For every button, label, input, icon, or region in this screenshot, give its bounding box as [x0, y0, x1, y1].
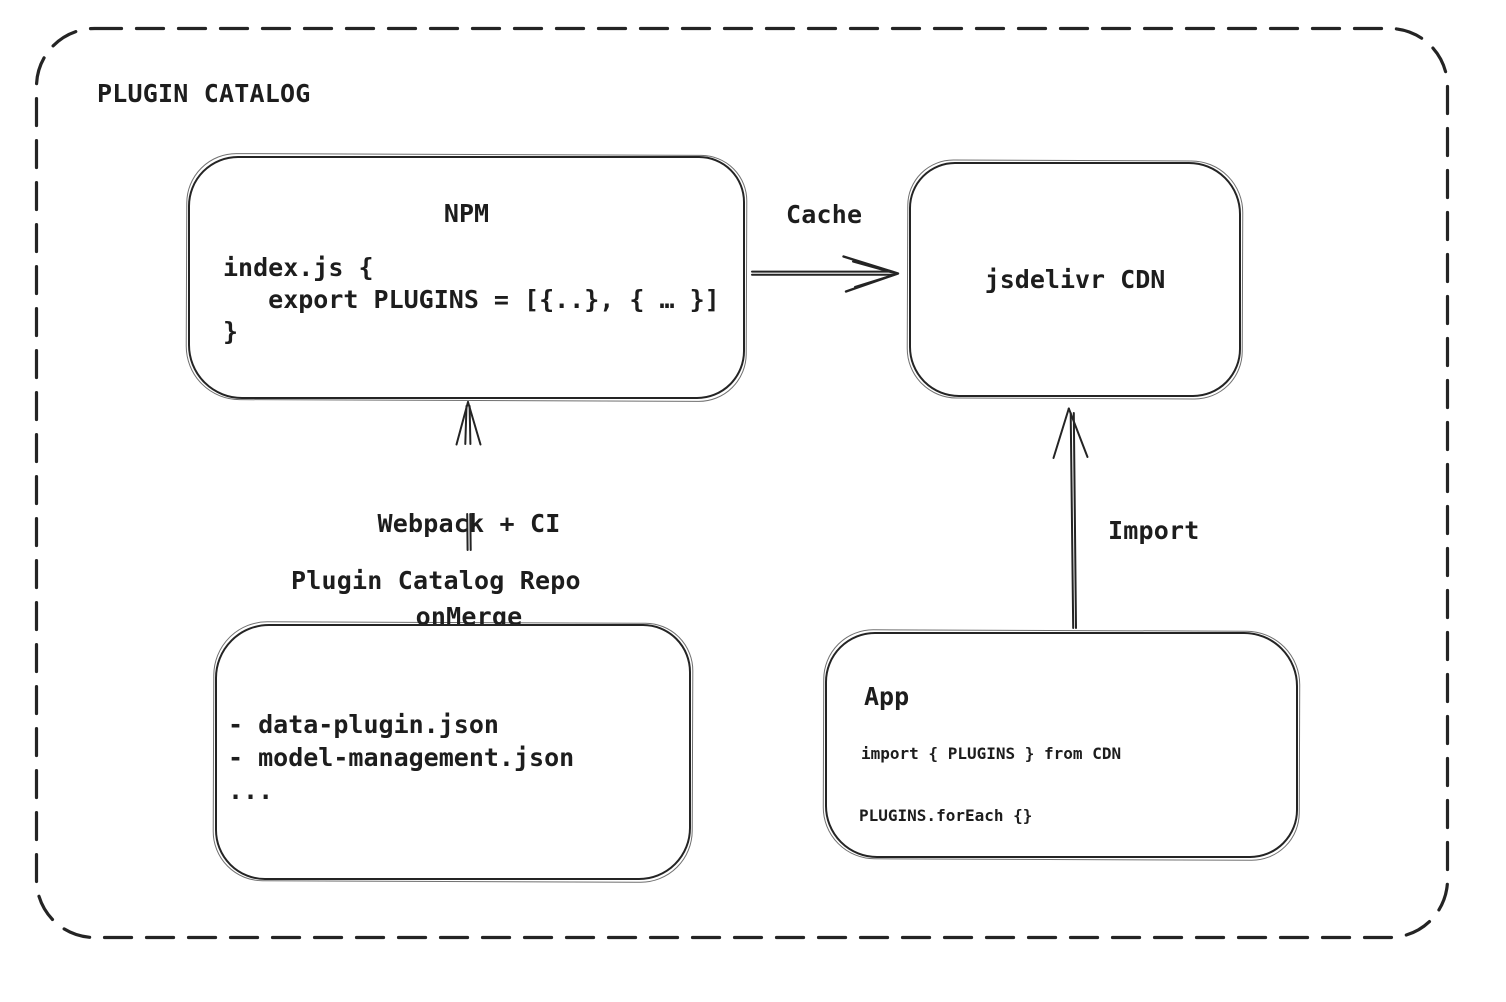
app-node: App import { PLUGINS } from CDN PLUGINS.…	[825, 632, 1298, 858]
npm-code-line: export PLUGINS = [{..}, { … }]	[223, 285, 720, 314]
cache-edge-label: Cache	[786, 200, 863, 229]
cdn-label: jsdelivr CDN	[984, 265, 1166, 294]
npm-title: NPM	[443, 199, 490, 228]
repo-heading: Plugin Catalog Repo	[291, 566, 581, 595]
app-code-line: PLUGINS.forEach {}	[859, 806, 1033, 825]
catalog-title: PLUGIN CATALOG	[97, 79, 311, 108]
app-code-line: import { PLUGINS } from CDN	[861, 744, 1122, 763]
cache-arrow	[751, 255, 900, 293]
npm-code-line: }	[223, 317, 239, 346]
npm-code-line: index.js {	[223, 253, 374, 282]
import-arrow	[1052, 407, 1089, 629]
npm-code-block: index.js { export PLUGINS = [{..}, { … }…	[223, 252, 720, 348]
repo-item: ...	[228, 776, 274, 805]
build-edge-label-line1: Webpack + CI	[377, 509, 561, 538]
repo-item: - model-management.json	[228, 743, 575, 772]
repo-item: - data-plugin.json	[228, 710, 499, 739]
npm-node: NPM index.js { export PLUGINS = [{..}, {…	[188, 156, 745, 399]
repo-file-list: - data-plugin.json - model-management.js…	[228, 708, 574, 807]
app-title: App	[864, 682, 910, 711]
import-edge-label: Import	[1108, 516, 1200, 545]
cdn-node: jsdelivr CDN	[909, 162, 1241, 397]
repo-node: - data-plugin.json - model-management.js…	[215, 624, 691, 880]
